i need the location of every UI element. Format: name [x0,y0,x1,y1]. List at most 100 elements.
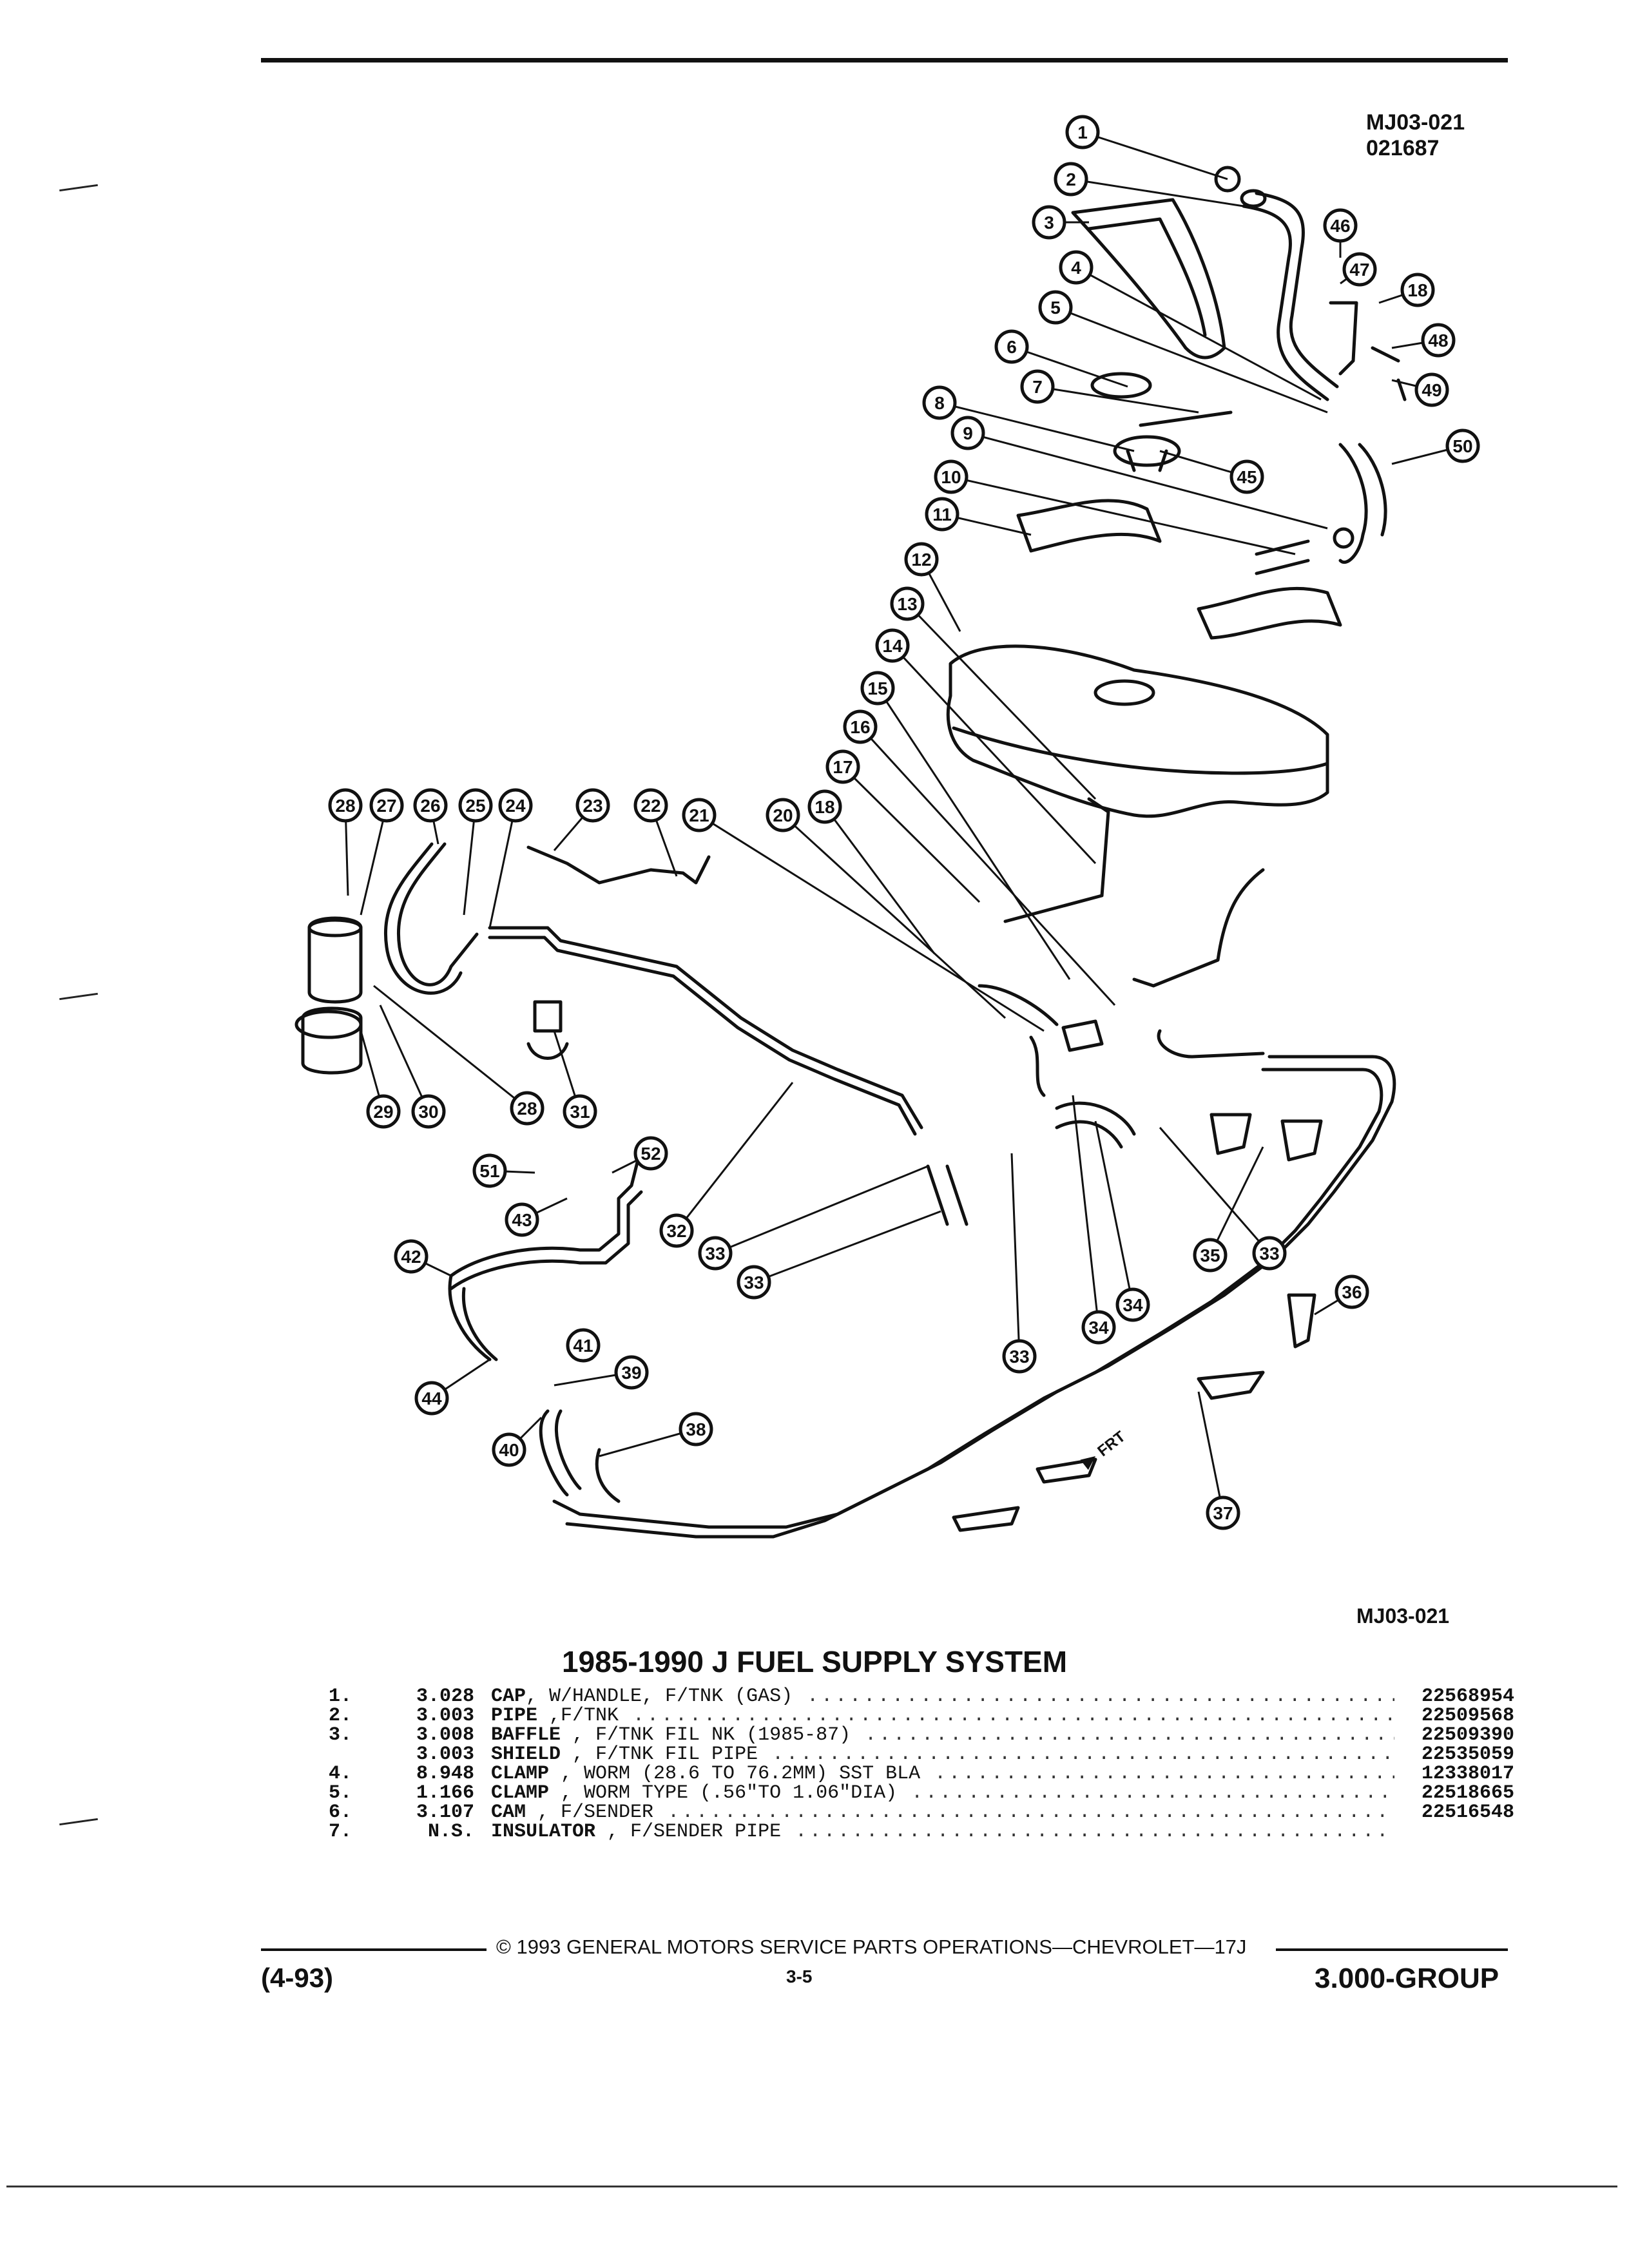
leader-dots: ........................................… [865,1725,1394,1745]
leader-line [1094,1120,1134,1305]
part-group-code: 3.003 [416,1744,474,1765]
callout-group: 1234567891011121314151617181820212223242… [328,115,1480,1530]
callout-bubble: 49 [1414,372,1449,407]
callout-number: 38 [686,1419,706,1439]
callout-bubble: 2 [1054,162,1088,197]
callout-bubble: 23 [575,788,610,823]
fuel-system-exploded-diagram: 1234567891011121314151617181820212223242… [294,115,1480,1539]
callout-bubble: 4 [1059,250,1094,285]
callout-number: 27 [376,796,396,816]
callout-number: 28 [335,796,355,816]
callout-bubble: 7 [1020,369,1055,404]
callout-number: 22 [641,796,660,816]
part-number: 22518665 [1421,1782,1514,1804]
leader-dots: ........................................… [795,1822,1394,1841]
leader-dots: ........................................… [911,1783,1394,1803]
leader-dots: ........................................… [807,1687,1394,1706]
part-detail: ,F/TNK [537,1706,619,1725]
callout-circle [1421,323,1456,358]
part-group-code: 1.166 [416,1782,474,1804]
cap [1214,166,1241,193]
callout-bubble: 20 [766,798,800,832]
callout-bubble: 36 [1335,1274,1369,1309]
callout-number: 16 [850,717,870,737]
part-name: SHIELD [491,1745,561,1764]
callout-bubble: 6 [994,329,1029,364]
callout-bubble: 46 [1323,208,1358,243]
part-number: 22568954 [1421,1686,1514,1707]
part-description: CLAMP , WORM (28.6 TO 76.2MM) SST BLA ..… [491,1764,1394,1783]
callout-bubble: 28 [328,788,363,823]
part-description: INSULATOR , F/SENDER PIPE ..............… [491,1822,1394,1841]
part-detail: , F/SENDER [526,1803,654,1822]
part-index: 4. [329,1763,352,1785]
leader-line [1197,1391,1224,1514]
callout-bubble: 33 [1252,1236,1287,1271]
callout-number: 25 [465,796,485,816]
callout-circle [1002,1339,1037,1374]
callout-bubble: 43 [505,1202,539,1237]
callout-number: 39 [621,1363,641,1383]
callout-circle [682,798,717,832]
callout-bubble: 47 [1342,252,1377,287]
callout-number: 34 [1123,1295,1143,1315]
callout-number: 17 [833,757,853,777]
leader-line [373,985,528,1110]
callout-number: 51 [479,1161,499,1181]
leader-line [699,814,1045,1032]
callout-number: 18 [815,797,834,817]
front-pipe [449,1158,640,1278]
leader-line [753,1210,941,1283]
callout-bubble: 15 [860,671,895,706]
callout-number: 34 [1088,1318,1109,1338]
leader-line [360,805,388,916]
callout-circle [1445,428,1480,463]
callout-bubble: 22 [633,788,668,823]
leader-line [824,806,936,954]
callout-circle [633,1136,668,1171]
footer-rule-left [261,1948,487,1951]
callout-circle [394,1239,429,1274]
part-name: BAFFLE [491,1725,561,1745]
callout-circle [1081,1310,1116,1345]
callout-bubble: 5 [1038,290,1073,325]
callout-circle [575,788,610,823]
part-detail: , F/TNK FIL NK (1985-87) [561,1725,851,1745]
callout-bubble: 34 [1081,1310,1116,1345]
part-index: 7. [329,1821,352,1843]
leader-line [488,805,517,928]
callout-number: 21 [689,805,709,825]
part-group-code: 3.008 [416,1724,474,1746]
callout-number: 32 [666,1221,686,1241]
part-name: CAM [491,1803,526,1822]
callout-bubble: 18 [1400,273,1435,307]
callout-circle [498,788,533,823]
callout-circle [1252,1236,1287,1271]
callout-circle [1206,1495,1240,1530]
callout-circle [1032,205,1066,240]
callout-bubble: 24 [498,788,533,823]
callout-number: 4 [1071,258,1081,278]
callout-circle [807,789,842,824]
part-number: 12338017 [1421,1763,1514,1785]
bottom-rule [6,2186,1617,2187]
callout-circle [904,542,939,577]
part-detail: , WORM (28.6 TO 76.2MM) SST BLA [549,1764,921,1783]
leader-line [1010,1153,1021,1357]
callout-circle [366,1094,401,1129]
callout-number: 37 [1213,1503,1233,1523]
callout-number: 13 [897,594,917,614]
callout-bubble: 25 [458,788,493,823]
part-index: 6. [329,1802,352,1823]
diagram-code-bottom: MJ03-021 [1356,1604,1450,1628]
part-index: 1. [329,1686,352,1707]
callout-number: 12 [911,550,931,570]
callout-bubble: 38 [679,1412,713,1446]
leader-line [715,1165,929,1254]
